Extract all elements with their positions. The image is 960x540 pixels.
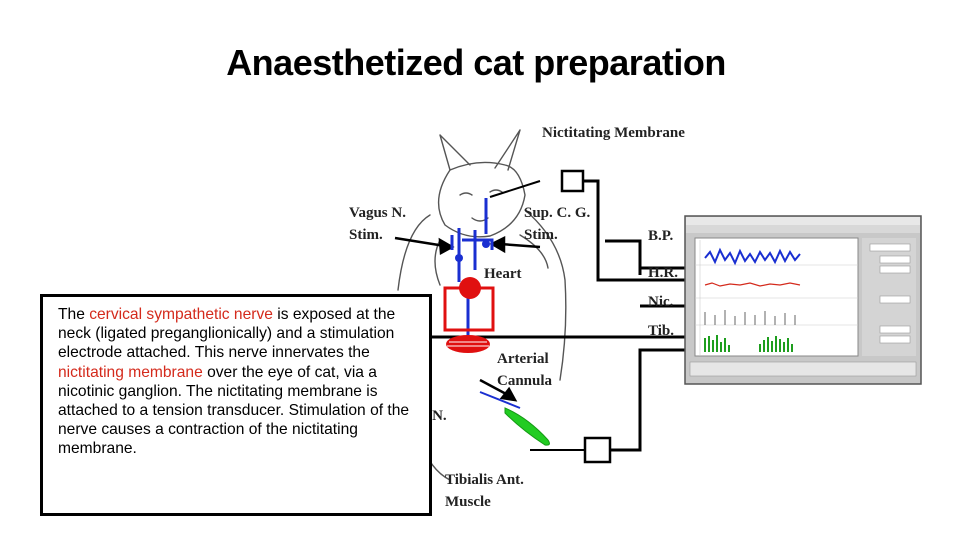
nic-trace [704, 310, 796, 325]
tibialis-muscle [504, 407, 550, 446]
callout-highlight-cervical-sympathetic-nerve: cervical sympathetic nerve [89, 306, 273, 323]
label-vagus-stim: Stim. [349, 227, 383, 243]
label-bp: B.P. [648, 228, 674, 244]
slide-title: Anaesthetized cat preparation [226, 42, 726, 83]
recorder-window [684, 215, 922, 385]
label-muscle: Muscle [445, 494, 491, 510]
tibialis-transducer-box [583, 436, 612, 464]
label-vagus-n: Vagus N. [349, 205, 406, 221]
label-arterial: Arterial [497, 351, 549, 367]
hr-trace [704, 282, 801, 287]
callout-text-2: is exposed at the neck (ligated pregangl… [58, 306, 396, 362]
callout-highlight-nictitating-membrane: nictitating membrane [58, 363, 203, 381]
bp-trace [704, 247, 801, 266]
callout-text-3: over the eye of cat, via a nicotinic gan… [58, 363, 410, 458]
label-nictitating-membrane: Nictitating Membrane [542, 125, 685, 141]
nictitating-transducer-box [560, 169, 585, 193]
label-hr: H.R. [648, 265, 678, 281]
explanation-callout: The cervical sympathetic nerve is expose… [40, 294, 432, 516]
label-heart: Heart [484, 266, 521, 282]
heart-illustration [443, 277, 495, 353]
label-sup-cg: Sup. C. G. [524, 205, 591, 221]
callout-text-1: The [58, 306, 90, 323]
label-cannula: Cannula [497, 373, 553, 389]
label-tibialis-ant: Tibialis Ant. [445, 472, 524, 488]
label-tib: Tib. [648, 323, 674, 339]
label-sup-cg-stim: Stim. [524, 227, 558, 243]
label-nic: Nic. [648, 294, 674, 310]
tib-trace [704, 335, 793, 352]
stim-arrows [394, 235, 541, 402]
connection-wires [415, 179, 685, 452]
